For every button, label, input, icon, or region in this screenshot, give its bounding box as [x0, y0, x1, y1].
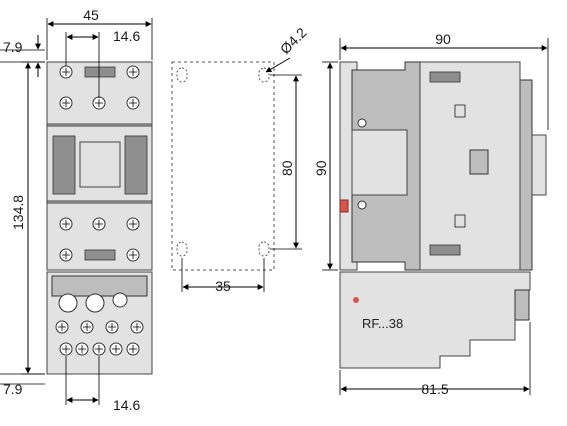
depth-90-label: 90 — [435, 31, 451, 47]
height-134-label: 134.8 — [10, 195, 26, 230]
side-center-block — [469, 149, 489, 175]
relay-reset — [112, 292, 128, 308]
relay-model-label: RF...38 — [362, 316, 403, 331]
center-coil-block — [79, 141, 121, 188]
red-latch — [339, 199, 349, 213]
overload-relay-side — [339, 271, 531, 369]
lower-screws — [59, 217, 140, 262]
top-aux-slot — [84, 66, 116, 78]
left-coil-block — [52, 135, 76, 195]
pitch-bottom-label: 14.6 — [113, 397, 140, 413]
spacing-35-label: 35 — [215, 278, 231, 294]
mount-hole-bl — [176, 241, 188, 257]
relay-adjust — [85, 293, 105, 313]
mount-hole-tr — [258, 67, 270, 83]
mounting-view — [171, 57, 302, 292]
side-slot-upper — [454, 104, 466, 118]
relay-dial — [58, 293, 78, 313]
mounting-outline — [171, 61, 275, 271]
mount-hole-tl — [176, 67, 188, 83]
relay-screws-row1 — [55, 320, 144, 334]
side-dimensions — [322, 38, 549, 395]
pitch-top-label: 14.6 — [113, 28, 140, 44]
front-view — [46, 61, 153, 375]
side-view — [339, 61, 547, 369]
right-coil-block — [124, 135, 148, 195]
offset-bottom-label: 7.9 — [3, 381, 23, 397]
side-screw-upper — [357, 118, 367, 128]
side-aux-contact — [531, 134, 547, 196]
side-upper-detail — [429, 71, 461, 83]
relay-top-band — [51, 275, 148, 297]
side-screw-lower — [357, 200, 367, 210]
front-dimensions — [0, 18, 153, 405]
relay-depth-label: 81.5 — [421, 381, 448, 397]
side-lower-detail — [429, 244, 461, 256]
side-window — [351, 129, 408, 196]
side-slot-lower — [454, 214, 466, 228]
relay-side-knob — [514, 289, 530, 321]
upper-screws — [59, 65, 140, 110]
offset-top-label: 7.9 — [3, 39, 23, 55]
bottom-aux-slot — [84, 249, 116, 261]
mount-hole-br — [258, 241, 270, 257]
hole-diameter-label: Ø4.2 — [277, 24, 310, 57]
width-45-label: 45 — [83, 7, 99, 23]
relay-side-indicator — [353, 297, 359, 303]
height-90-label: 90 — [313, 160, 329, 176]
spacing-80-label: 80 — [279, 160, 295, 176]
relay-screws-row2 — [59, 342, 140, 356]
